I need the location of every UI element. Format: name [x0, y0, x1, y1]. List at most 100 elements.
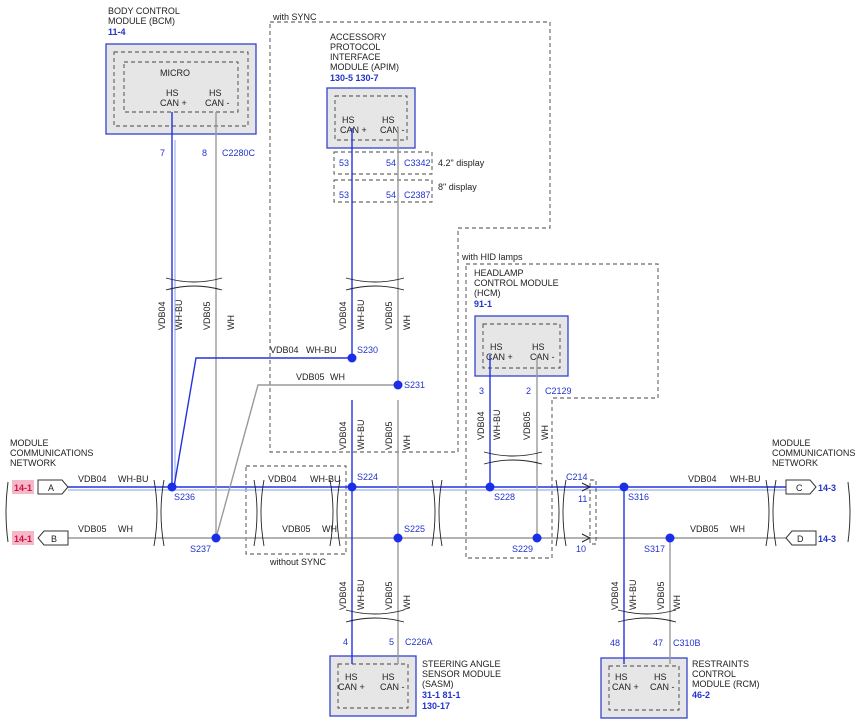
bcm-vdb05-label: VDB05 [202, 301, 212, 330]
sasm-title-1: STEERING ANGLE [422, 659, 501, 669]
bus-wh-left-label: WH [118, 524, 133, 534]
left-network-label-1: MODULE [10, 438, 49, 448]
apim-pin-a-line2: CAN + [340, 125, 367, 135]
left-bracket [5, 481, 9, 543]
rcm-pin-a-line2: CAN + [612, 682, 639, 692]
without-sync-group-outline [245, 465, 347, 555]
hcm-pin-b-line1: HS [532, 342, 545, 352]
bcm-pin-a-line1: HS [166, 88, 179, 98]
bcm-inner-outline [113, 51, 249, 127]
splice-s229-label: S229 [512, 544, 533, 554]
right-network-label-2: COMMUNICATIONS [772, 448, 855, 458]
apim-box [326, 87, 416, 149]
s230-whbu-label: WH-BU [306, 345, 337, 355]
splice-s225-label: S225 [404, 524, 425, 534]
with-sync-label: with SYNC [272, 12, 317, 22]
hcm-whbu-label: WH-BU [492, 410, 502, 441]
sasm-ref: 31-1 81-1 [422, 690, 461, 700]
splice-s237-label: S237 [190, 544, 211, 554]
rcm-pin-48: 48 [610, 638, 620, 648]
hcm-pin-a-line2: CAN + [486, 352, 513, 362]
bcm-micro-outline [123, 61, 239, 113]
apim-inner-outline [334, 95, 408, 141]
bcm-connector: C2280C [222, 148, 256, 158]
rcm-ref: 46-2 [692, 690, 710, 700]
apim-conn2-pin-b: 54 [386, 190, 396, 200]
offpage-connector-a[interactable]: 14-1 A [12, 479, 69, 495]
splice-s224 [347, 482, 357, 492]
splice-s228-label: S228 [494, 492, 515, 502]
c214-pin-11: 11 [578, 494, 587, 504]
center-wh-label: WH [402, 435, 412, 450]
sasm-vdb05-label: VDB05 [384, 581, 394, 610]
sasm-box [329, 655, 417, 717]
sasm-wh-label: WH [402, 595, 412, 610]
rcm-title-1: RESTRAINTS [692, 659, 749, 669]
bcm-title-2: MODULE (BCM) [108, 16, 175, 26]
center-vdb04-label: VDB04 [338, 421, 348, 450]
splice-s237 [211, 533, 221, 543]
hcm-pin-2: 2 [526, 386, 531, 396]
hcm-title-1: HEADLAMP [474, 268, 524, 278]
right-network-label-1: MODULE [772, 438, 811, 448]
c214-label: C214 [566, 472, 588, 482]
sasm-pin-4: 4 [343, 637, 348, 647]
s231-wh-label: WH [330, 372, 345, 382]
hcm-pin-3: 3 [479, 386, 484, 396]
splice-s316-label: S316 [628, 492, 649, 502]
offpage-d-ref: 14-3 [818, 534, 836, 544]
with-hid-group-outline [465, 263, 659, 559]
apim-whbu-label: WH-BU [356, 300, 366, 331]
bcm-micro-label: MICRO [160, 68, 190, 78]
splice-s316 [619, 482, 629, 492]
apim-pin-a-line1: HS [342, 115, 355, 125]
bcm-pin-a-line2: CAN + [160, 98, 187, 108]
rcm-wh-label: WH [672, 595, 682, 610]
offpage-a-letter: A [48, 483, 54, 493]
splice-s229 [532, 533, 542, 543]
bus-vdb04-mid-label: VDB04 [268, 474, 297, 484]
apim-conn2-name: C2387 [404, 190, 431, 200]
bus-vdb05-right-label: VDB05 [690, 524, 719, 534]
apim-conn2-pin-a: 53 [339, 190, 349, 200]
bcm-module: BODY CONTROL MODULE (BCM) 11-4 MICRO HS … [105, 6, 257, 158]
splice-s236-label: S236 [174, 492, 195, 502]
bus-vdb04-right-label: VDB04 [688, 474, 717, 484]
bcm-pin-b-line2: CAN - [205, 98, 230, 108]
apim-conn1-pin-b: 54 [386, 158, 396, 168]
sasm-whbu-label: WH-BU [356, 580, 366, 611]
offpage-c-ref: 14-3 [818, 483, 836, 493]
sasm-connector: C226A [405, 637, 433, 647]
rcm-vdb04-label: VDB04 [610, 581, 620, 610]
rcm-title-2: CONTROL [692, 669, 736, 679]
rcm-pin-b-line2: CAN - [650, 682, 675, 692]
sasm-pin-a-line2: CAN + [338, 682, 365, 692]
splice-s231-label: S231 [404, 380, 425, 390]
sasm-pin-a-line1: HS [345, 672, 358, 682]
s230-to-s236-wire [173, 357, 352, 488]
offpage-connector-c[interactable]: C 14-3 [785, 479, 836, 495]
bcm-pin-7: 7 [160, 148, 165, 158]
offpage-c-letter: C [796, 483, 803, 493]
offpage-connector-d[interactable]: D 14-3 [785, 530, 836, 546]
bus-wh-mid-label: WH [322, 524, 337, 534]
offpage-d-letter: D [797, 534, 804, 544]
apim-title-2: PROTOCOL [330, 42, 380, 52]
s231-vdb05-label: VDB05 [296, 372, 325, 382]
hcm-title-2: CONTROL MODULE [474, 278, 559, 288]
hcm-connector: C2129 [545, 386, 572, 396]
twisted-pair-markers [153, 277, 777, 623]
hcm-ref: 91-1 [474, 299, 492, 309]
splice-s230-label: S230 [357, 345, 378, 355]
rcm-pin-a-line1: HS [615, 672, 628, 682]
splice-s228 [485, 482, 495, 492]
left-network-label-3: NETWORK [10, 458, 56, 468]
splice-s225 [393, 533, 403, 543]
rcm-inner-outline [608, 665, 680, 711]
apim-module: ACCESSORY PROTOCOL INTERFACE MODULE (API… [326, 32, 485, 203]
center-whbu-label: WH-BU [356, 420, 366, 451]
right-bracket [847, 481, 851, 543]
rcm-connector: C310B [673, 638, 701, 648]
offpage-connector-b[interactable]: 14-1 B [12, 530, 69, 546]
hcm-pin-a-line1: HS [490, 342, 503, 352]
